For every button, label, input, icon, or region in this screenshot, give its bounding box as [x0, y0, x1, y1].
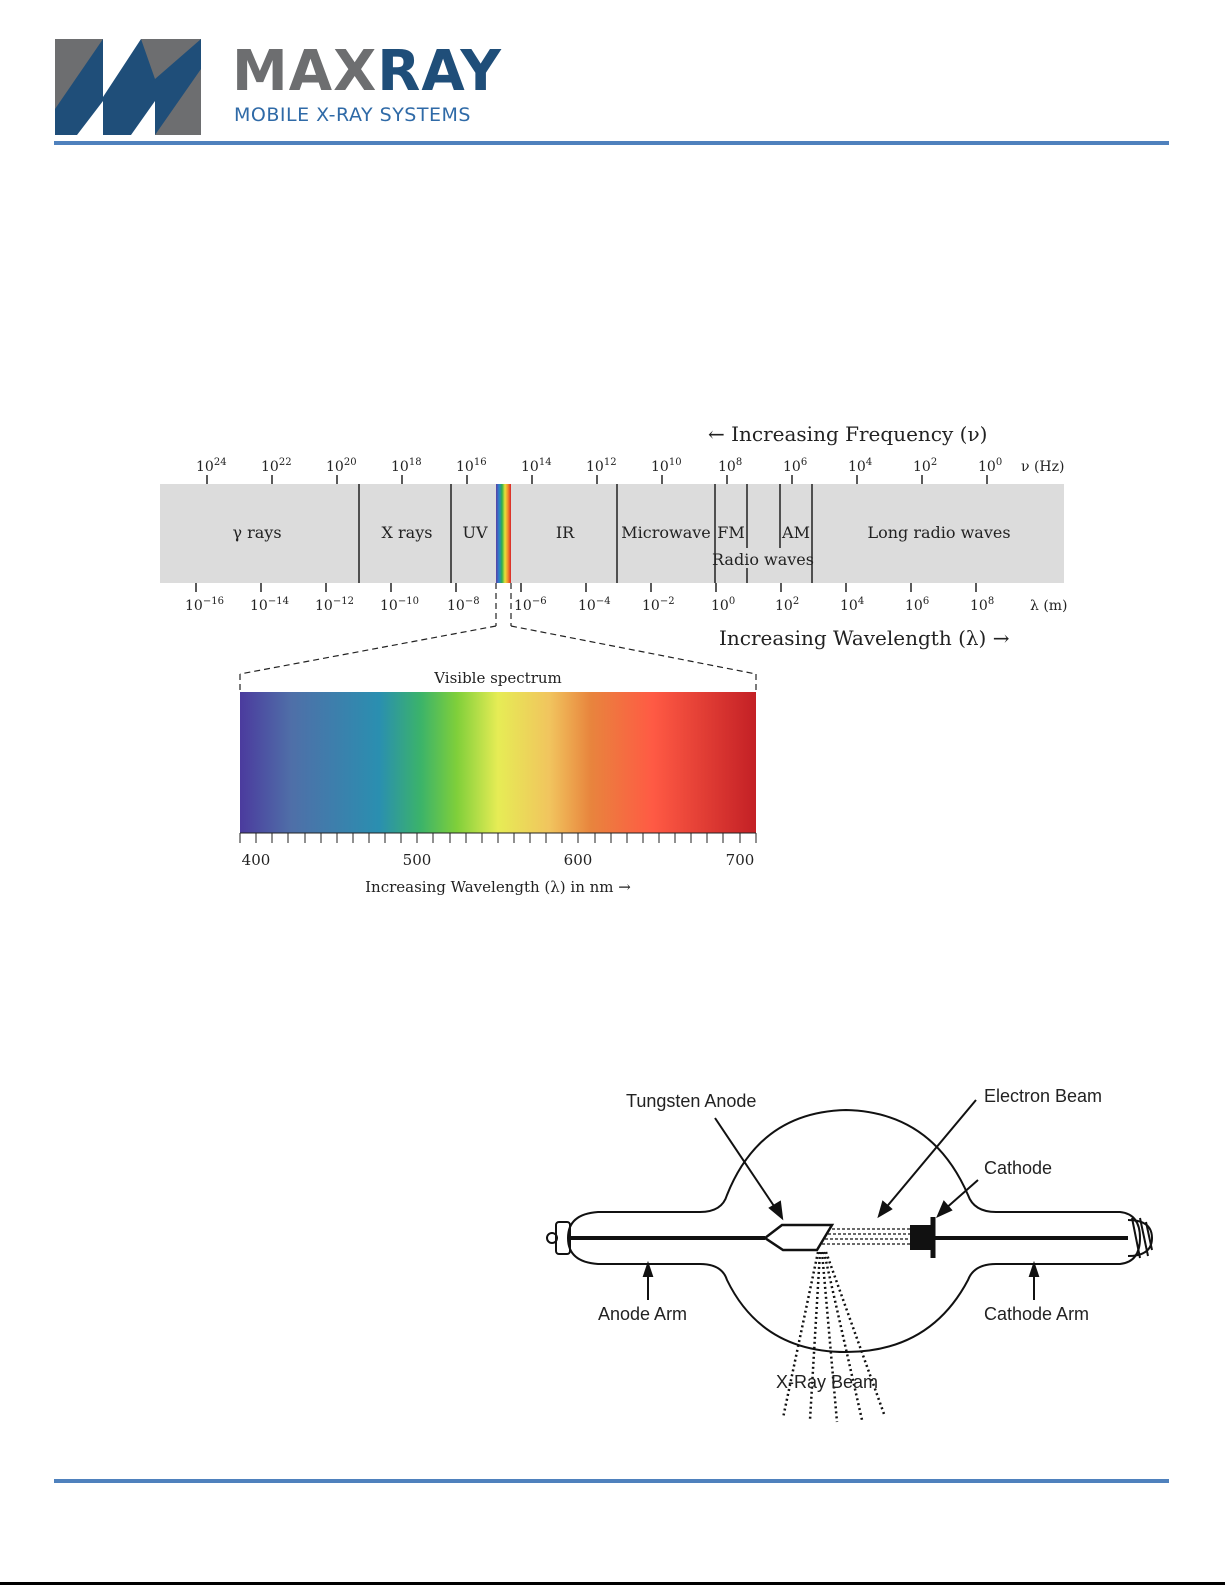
visible-spectrum-ticks: [239, 832, 757, 843]
band-label-am: AM: [781, 523, 810, 542]
wavelength-axis-title: Increasing Wavelength (λ) →: [719, 626, 1010, 650]
label-anode-arm: Anode Arm: [598, 1304, 687, 1324]
wavelength-tick-label: 106: [905, 596, 929, 614]
callout-arrows: [642, 1099, 1040, 1300]
frequency-tick-label: 1016: [456, 457, 487, 475]
frequency-tick-label: 1020: [326, 457, 357, 475]
frequency-tick-label: 1022: [261, 457, 292, 475]
brand-name-suffix: RAY: [377, 39, 502, 104]
label-cathode-arm: Cathode Arm: [984, 1304, 1089, 1324]
visible-spectrum-gradient: [240, 692, 756, 833]
maxray-logo-icon: [55, 39, 201, 135]
wavelength-tick-label: 108: [970, 596, 994, 614]
brand-name: MAXRAY: [232, 40, 502, 104]
band-label-radio: Radio waves: [712, 550, 814, 569]
brand-name-prefix: MAX: [232, 39, 378, 104]
spectrum-band: [160, 484, 1064, 583]
frequency-tick-label: 100: [978, 457, 1002, 475]
band-label-microwave: Microwave: [621, 523, 710, 542]
visible-tick-label: 700: [726, 851, 755, 869]
label-electron-beam: Electron Beam: [984, 1086, 1102, 1106]
frequency-ticks: [206, 475, 988, 484]
wavelength-tick-label: 10−10: [380, 596, 419, 614]
cathode-end-cap-icon: [1127, 1217, 1154, 1259]
wavelength-tick-label: 10−14: [250, 596, 289, 614]
wavelength-tick-label: 10−12: [315, 596, 354, 614]
tungsten-anode-target: [762, 1223, 835, 1252]
wavelength-tick-label: 104: [840, 596, 864, 614]
label-cathode: Cathode: [984, 1158, 1052, 1178]
wavelength-tick-label: 10−4: [578, 596, 611, 614]
em-spectrum-diagram: ← Increasing Frequency (ν) 1024 1022 102…: [160, 422, 1068, 896]
visible-tick-label: 500: [403, 851, 432, 869]
frequency-tick-label: 108: [718, 457, 742, 475]
frequency-tick-label: 1018: [391, 457, 422, 475]
page-header: MAXRAY MOBILE X-RAY SYSTEMS: [0, 0, 1225, 160]
band-label-xray: X rays: [382, 523, 433, 542]
wavelength-tick-label: 10−6: [514, 596, 547, 614]
wavelength-ticks: [195, 583, 977, 592]
frequency-tick-label: 1010: [651, 457, 682, 475]
frequency-tick-label: 1024: [196, 457, 227, 475]
wavelength-tick-label: 100: [711, 596, 735, 614]
wavelength-unit-label: λ (m): [1030, 598, 1068, 614]
electron-beam-lines: [822, 1228, 910, 1245]
xray-tube-diagram: Tungsten Anode Electron Beam Cathode Ano…: [546, 1086, 1154, 1423]
visible-band-strip: [496, 484, 511, 583]
frequency-unit-label: ν (Hz): [1021, 459, 1064, 475]
label-tungsten-anode: Tungsten Anode: [626, 1091, 756, 1111]
visible-tick-label: 400: [242, 851, 271, 869]
band-dividers: [358, 484, 813, 583]
wavelength-tick-label: 10−16: [185, 596, 224, 614]
wavelength-tick-labels: 10−16 10−14 10−12 10−10 10−8 10−6 10−4 1…: [185, 596, 994, 614]
band-label-uv: UV: [462, 523, 487, 542]
visible-axis-title: Increasing Wavelength (λ) in nm →: [365, 878, 631, 896]
frequency-tick-labels: 1024 1022 1020 1018 1016 1014 1012 1010 …: [196, 457, 1002, 475]
wavelength-tick-label: 10−8: [447, 596, 480, 614]
brand-tagline: MOBILE X-RAY SYSTEMS: [234, 104, 471, 126]
band-label-ir: IR: [556, 523, 575, 542]
frequency-tick-label: 102: [913, 457, 937, 475]
visible-spectrum-title: Visible spectrum: [433, 669, 562, 687]
page-bottom-edge: [0, 1582, 1225, 1585]
xray-beam-lines: [781, 1251, 886, 1423]
header-divider: [54, 141, 1169, 145]
frequency-axis-title: ← Increasing Frequency (ν): [708, 422, 987, 446]
frequency-tick-label: 104: [848, 457, 872, 475]
band-label-fm: FM: [717, 523, 744, 542]
visible-tick-label: 600: [564, 851, 593, 869]
band-label-gamma: γ rays: [232, 523, 281, 542]
cathode-block: [910, 1225, 932, 1250]
visible-leader-lines: [239, 583, 757, 692]
footer-divider: [54, 1479, 1169, 1483]
wavelength-tick-label: 102: [775, 596, 799, 614]
label-xray-beam: X-Ray Beam: [776, 1372, 878, 1392]
frequency-tick-label: 106: [783, 457, 807, 475]
wavelength-tick-label: 10−2: [642, 596, 675, 614]
frequency-tick-label: 1014: [521, 457, 552, 475]
frequency-tick-label: 1012: [586, 457, 617, 475]
band-label-long-radio: Long radio waves: [867, 523, 1010, 542]
